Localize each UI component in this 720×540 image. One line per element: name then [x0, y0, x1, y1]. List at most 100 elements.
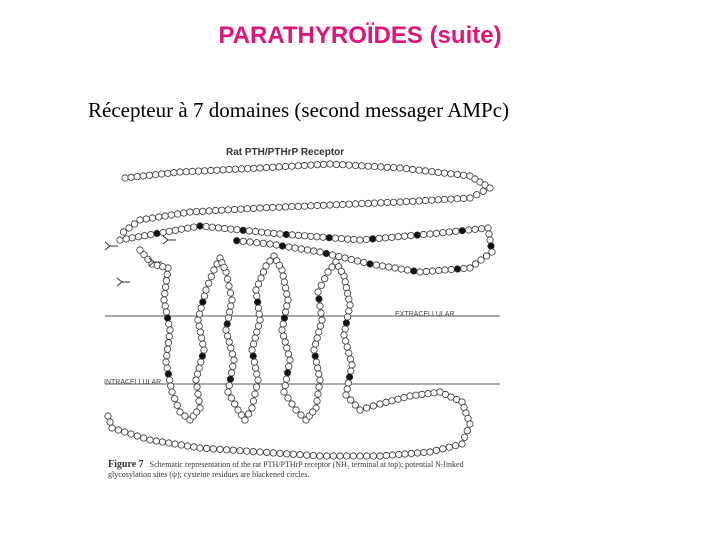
- amino-acid-residue: [282, 375, 290, 383]
- amino-acid-residue: [171, 440, 179, 448]
- amino-acid-residue: [441, 266, 449, 274]
- amino-acid-residue: [134, 233, 143, 241]
- amino-acid-residue: [415, 197, 423, 205]
- amino-acid-residue: [466, 420, 474, 428]
- amino-acid-residue: [133, 173, 141, 181]
- amino-acid-residue: [281, 284, 290, 292]
- amino-acid-residue: [447, 170, 455, 178]
- amino-acid-residue: [307, 202, 315, 210]
- amino-acid-residue: [223, 275, 232, 283]
- amino-acid-residue: [237, 411, 246, 419]
- amino-acid-residue: [255, 310, 263, 318]
- amino-acid-residue: [434, 196, 442, 204]
- amino-acid-residue: [155, 213, 163, 221]
- amino-acid-residue: [253, 370, 261, 378]
- amino-acid-residue: [341, 254, 349, 262]
- amino-acid-residue: [477, 256, 485, 264]
- amino-acid-residue: [294, 231, 303, 239]
- amino-acid-residue: [161, 302, 169, 310]
- amino-acid-residue: [292, 406, 300, 414]
- amino-acid-residue: [453, 170, 461, 179]
- amino-acid-residue: [376, 452, 384, 460]
- amino-acid-residue: [231, 165, 239, 173]
- amino-acid-residue: [276, 230, 284, 238]
- amino-acid-residue: [184, 224, 192, 232]
- cysteine-residue: [199, 298, 207, 306]
- amino-acid-residue: [167, 382, 175, 390]
- amino-acid-residue: [466, 264, 474, 272]
- cysteine-residue: [164, 370, 172, 378]
- amino-acid-residue: [251, 390, 259, 398]
- amino-acid-residue: [181, 412, 189, 420]
- amino-acid-residue: [256, 164, 264, 172]
- amino-acid-residue: [279, 272, 287, 280]
- amino-acid-residue: [162, 277, 170, 285]
- amino-acid-residue: [484, 224, 492, 232]
- amino-acid-residue: [224, 332, 232, 340]
- amino-acid-residue: [171, 395, 179, 403]
- amino-acid-residue: [289, 450, 297, 458]
- amino-acid-residue: [168, 388, 176, 396]
- cysteine-residue: [487, 242, 495, 250]
- amino-acid-residue: [339, 161, 347, 169]
- amino-acid-residue: [228, 369, 236, 377]
- amino-acid-residue: [391, 264, 399, 272]
- caption-line-1: Schematic representation of the rat PTH/…: [149, 460, 464, 469]
- amino-acid-residue: [196, 444, 204, 452]
- amino-acid-residue: [275, 163, 283, 171]
- amino-acid-residue: [362, 235, 370, 244]
- amino-acid-residue: [364, 162, 372, 170]
- amino-acid-residue: [452, 227, 460, 235]
- amino-acid-residue: [223, 446, 231, 454]
- amino-acid-residue: [285, 362, 293, 370]
- amino-acid-residue: [237, 205, 245, 213]
- amino-acid-residue: [210, 266, 218, 274]
- amino-acid-residue: [369, 402, 377, 410]
- amino-acid-residue: [166, 326, 174, 334]
- amino-acid-residue: [253, 328, 261, 336]
- amino-acid-residue: [128, 234, 136, 242]
- amino-acid-residue: [243, 447, 251, 455]
- amino-acid-residue: [342, 391, 350, 399]
- amino-acid-residue: [342, 283, 350, 292]
- amino-acid-residue: [214, 224, 223, 232]
- glycosylation-site-icon: [104, 241, 118, 251]
- amino-acid-residue: [165, 227, 173, 235]
- amino-acid-residue: [249, 397, 258, 405]
- intracellular-label: INTRACELLULAR: [104, 379, 162, 386]
- extracellular-label: EXTRACELLULAR: [395, 311, 455, 318]
- slide-subtitle: Récepteur à 7 domaines (second messager …: [88, 98, 510, 122]
- amino-acid-residue: [344, 379, 352, 387]
- caption-label: Figure 7: [108, 459, 144, 470]
- amino-acid-residue: [453, 195, 461, 203]
- cysteine-residue: [345, 373, 354, 381]
- amino-acid-residue: [332, 201, 340, 209]
- amino-acid-residue: [193, 383, 201, 391]
- amino-acid-residue: [397, 265, 405, 273]
- amino-acid-residue: [312, 358, 320, 366]
- amino-acid-residue: [471, 225, 479, 233]
- amino-acid-residue: [127, 430, 135, 438]
- amino-acid-residue: [297, 411, 305, 419]
- amino-acid-residue: [190, 443, 198, 451]
- amino-acid-residue: [195, 397, 203, 405]
- cysteine-residue: [164, 314, 172, 322]
- amino-acid-residue: [252, 383, 261, 391]
- amino-acid-residue: [310, 346, 318, 354]
- amino-acid-residue: [224, 206, 232, 214]
- amino-acid-residue: [309, 408, 317, 416]
- amino-acid-residue: [202, 223, 210, 231]
- amino-acid-residue: [309, 451, 317, 460]
- amino-acid-residue: [486, 236, 494, 244]
- amino-acid-residue: [313, 201, 321, 210]
- amino-acid-residue: [104, 412, 112, 420]
- amino-acid-residue: [407, 232, 415, 240]
- amino-acid-residue: [280, 388, 288, 396]
- amino-acid-residue: [239, 237, 247, 245]
- amino-acid-residue: [422, 267, 430, 276]
- amino-acid-residue: [488, 248, 496, 256]
- amino-acid-residue: [283, 302, 291, 310]
- amino-acid-residue: [257, 274, 265, 282]
- amino-acid-residue: [199, 340, 207, 348]
- figure-caption: Figure 7 Schematic representation of the …: [108, 460, 488, 480]
